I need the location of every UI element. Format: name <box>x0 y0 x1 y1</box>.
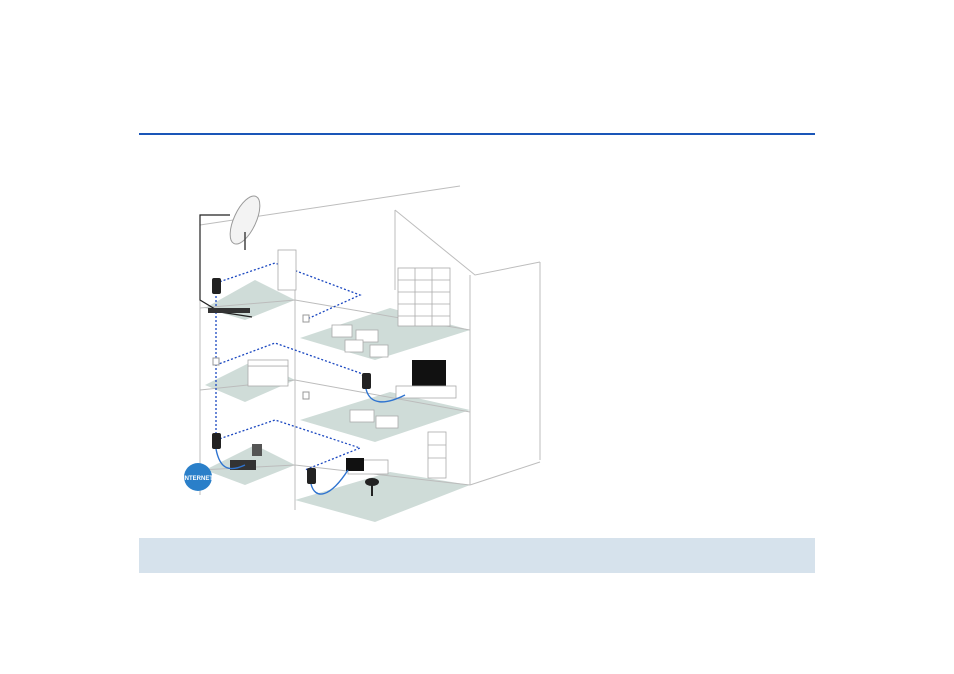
bed-icon <box>248 360 288 386</box>
internet-label: INTERNET <box>183 476 213 482</box>
caption-bar <box>139 538 815 573</box>
header-rule <box>139 133 815 135</box>
tv-icon <box>396 360 456 398</box>
home-network-diagram: INTERNET <box>160 180 560 530</box>
floor-bottom-right <box>295 472 470 522</box>
internet-globe-icon: INTERNET <box>183 463 213 491</box>
laptop-icon <box>346 458 388 474</box>
